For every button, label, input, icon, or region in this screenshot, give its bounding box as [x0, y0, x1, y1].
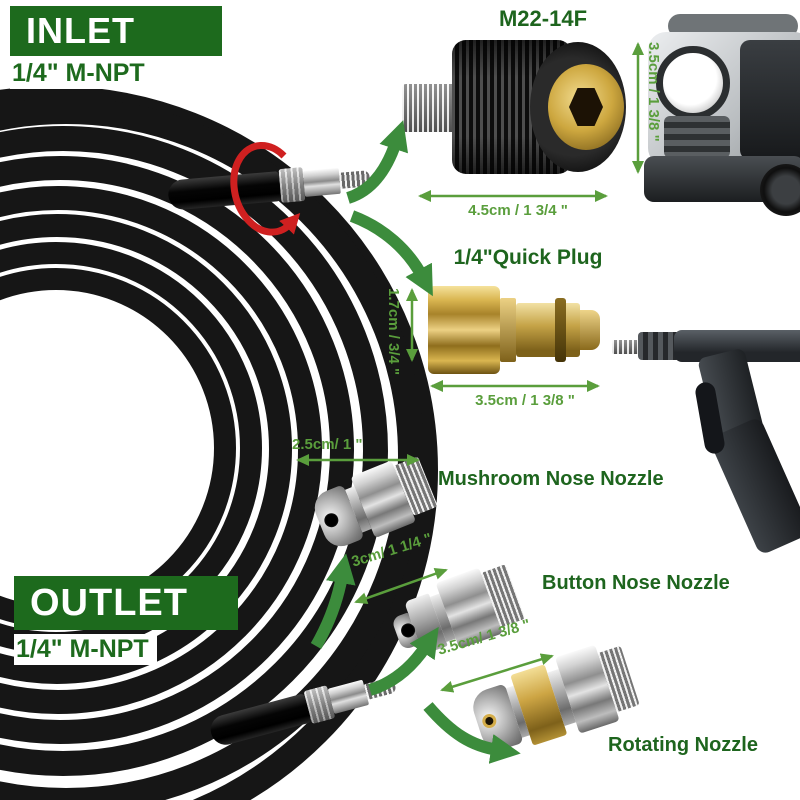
rotating-nozzle-label: Rotating Nozzle [608, 734, 758, 756]
washer-wheel [760, 164, 800, 216]
hex-nut [302, 167, 341, 197]
button-nozzle-label: Button Nose Nozzle [542, 572, 730, 594]
spray-gun-photo [612, 322, 800, 556]
pressure-washer-photo [642, 14, 800, 216]
quick-plug-tip [580, 310, 600, 350]
quick-plug-width-dim: 3.5cm / 1 3/8 " [475, 392, 575, 409]
m22-hex-socket [569, 88, 603, 126]
inlet-badge-title: INLET [26, 10, 135, 51]
m22-thread-stub [402, 84, 460, 132]
male-thread-tip [339, 170, 371, 189]
quick-plug-label: 1/4"Quick Plug [453, 246, 603, 269]
quick-plug-height-dim: 1.7cm / 3/4 " [385, 288, 402, 376]
mushroom-dim: 2.5cm/ 1 " [292, 436, 363, 453]
gun-ribbed-coupler [638, 332, 680, 360]
gun-inlet-fitting [612, 340, 642, 354]
outlet-badge: OUTLET [14, 576, 238, 630]
outlet-badge-title: OUTLET [30, 581, 188, 624]
washer-pressure-gauge [656, 46, 730, 120]
m22-fitting-photo [402, 36, 632, 178]
quick-plug-collar [500, 298, 516, 362]
m22-label: M22-14F [498, 6, 588, 31]
outlet-badge-subtitle: 1/4" M-NPT [14, 634, 157, 665]
washer-vents [664, 116, 730, 158]
crimp-collar [278, 167, 306, 203]
m22-height-dim: 3.5cm / 1 3/8 " [645, 42, 662, 142]
washer-side-panel [740, 40, 800, 160]
male-thread-tip [363, 676, 397, 700]
inlet-badge-subtitle: 1/4" M-NPT [10, 58, 153, 89]
inlet-badge: INLET [10, 6, 222, 56]
mushroom-nozzle-label: Mushroom Nose Nozzle [438, 468, 664, 490]
quick-plug-hex [428, 286, 500, 374]
quick-plug-photo [428, 284, 618, 376]
quick-plug-body [516, 298, 580, 362]
m22-width-dim: 4.5cm / 1 3/4 " [468, 202, 568, 219]
